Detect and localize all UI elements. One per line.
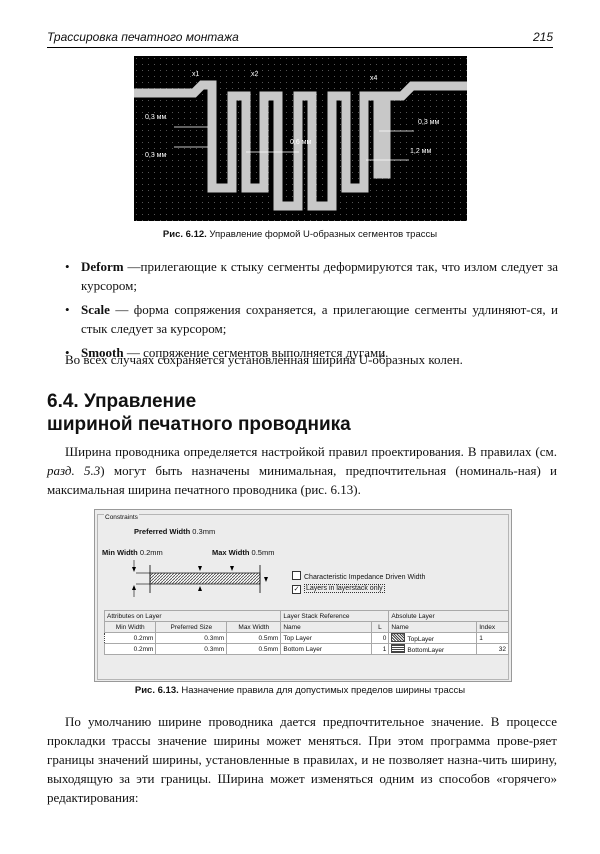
column-header[interactable]: Preferred Size	[155, 621, 228, 633]
x2-label: x2	[251, 71, 259, 78]
layer-color-swatch	[391, 644, 406, 653]
column-header[interactable]: Name	[280, 621, 372, 633]
list-item: •Scale — форма сопряжения сохраняется, а…	[65, 302, 558, 336]
x1-label: x1	[192, 71, 200, 78]
mode-list: •Deform —прилегающие к стыку сегменты де…	[63, 257, 558, 367]
min-width-label: Min Width 0.2mm	[102, 548, 163, 557]
dim-label-5: 1,2 мм	[410, 148, 431, 155]
column-header[interactable]: Max Width	[226, 621, 282, 633]
paragraph-3: По умолчанию ширине проводника дается пр…	[47, 714, 557, 805]
max-width-label: Max Width 0.5mm	[212, 548, 275, 557]
dim-label-3: 0,6 мм	[290, 139, 311, 146]
running-title: Трассировка печатного монтажа	[47, 30, 239, 44]
table-group-header: Layer Stack Reference	[280, 610, 390, 622]
constraints-panel: Constraints Preferred Width 0.3mm Min Wi…	[94, 509, 512, 682]
column-header[interactable]: Min Width	[103, 621, 157, 633]
column-header[interactable]: Index	[476, 621, 509, 633]
preferred-width-label: Preferred Width 0.3mm	[134, 527, 216, 536]
list-item: •Smooth — сопряжение сегментов выполняет…	[65, 345, 389, 360]
dim-label-1: 0,3 мм	[145, 114, 166, 121]
impedance-checkbox[interactable]: Characteristic Impedance Driven Width	[292, 571, 425, 581]
figure2-caption-text: Назначение правила для допустимых предел…	[178, 685, 466, 696]
layer-color-swatch	[391, 633, 406, 642]
header-rule	[47, 47, 553, 48]
paragraph-2: Ширина проводника определяется настройко…	[47, 444, 557, 497]
trace-path	[134, 80, 467, 211]
dim-label-4: 0,3 мм	[418, 119, 439, 126]
layerstack-checkbox[interactable]: ✓Layers in layerstack only	[292, 584, 385, 594]
column-header[interactable]: Name	[388, 621, 478, 633]
section-heading: 6.4. Управление шириной печатного провод…	[47, 391, 351, 435]
figure1-caption-number: Рис. 6.12.	[162, 229, 207, 240]
column-header[interactable]: L	[370, 621, 390, 633]
figure2-caption-number: Рис. 6.13.	[134, 685, 179, 696]
x4-label: x4	[370, 75, 378, 82]
table-row[interactable]: 0.2mm 0.3mm 0.5mm Top Layer 0 TopLayer 1	[103, 632, 509, 644]
table-group-header: Absolute Layer	[388, 610, 509, 622]
figure1-caption: Рис. 6.12. Управление формой U-образных …	[0, 229, 600, 240]
page-number: 215	[532, 30, 553, 44]
table-row[interactable]: 0.2mm 0.3mm 0.5mm Bottom Layer 1 BottomL…	[103, 643, 509, 655]
constraints-group: Constraints Preferred Width 0.3mm Min Wi…	[97, 514, 509, 680]
figure2-caption: Рис. 6.13. Назначение правила для допуст…	[0, 685, 600, 696]
dim-label-2: 0,3 мм	[145, 152, 166, 159]
paragraph-1: Во всех случаях сохраняется установленна…	[65, 352, 463, 367]
constraints-group-label: Constraints	[104, 514, 139, 521]
layer-table: Attributes on Layer Layer Stack Referenc…	[103, 610, 509, 655]
width-diagram	[132, 560, 268, 597]
table-group-header: Attributes on Layer	[103, 610, 282, 622]
list-item: •Deform —прилегающие к стыку сегменты де…	[65, 259, 558, 293]
figure1-caption-text: Управление формой U-образных сегментов т…	[206, 229, 438, 240]
running-header: Трассировка печатного монтажа 215	[47, 30, 553, 44]
figure-trace-u-segments: x1 x2 x4 0,3 мм 0,3 мм 0,6 мм 0,3 мм 1,2…	[134, 56, 467, 221]
